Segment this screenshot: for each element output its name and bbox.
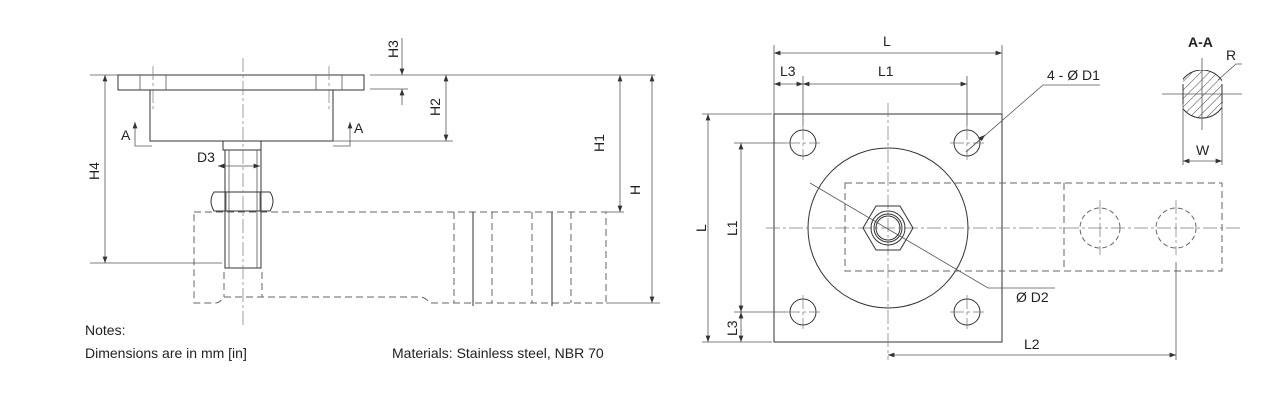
side-view: H3 H2 H1 H H4 D3 A A — [86, 38, 660, 325]
label-D3: D3 — [197, 149, 215, 165]
label-L3-top: L3 — [780, 63, 796, 79]
label-L-top: L — [883, 33, 891, 49]
notes-units: Dimensions are in mm [in] — [85, 345, 247, 361]
label-section: A-A — [1188, 34, 1213, 50]
plate-body — [149, 90, 334, 142]
hex-nut-top — [862, 205, 914, 251]
label-R: R — [1226, 47, 1236, 63]
label-H1: H1 — [591, 134, 607, 152]
hex-nut — [210, 191, 274, 212]
label-L3-left: L3 — [724, 320, 740, 336]
label-H4: H4 — [86, 162, 102, 180]
label-H3: H3 — [385, 40, 401, 58]
label-L2: L2 — [1024, 336, 1040, 352]
label-W: W — [1196, 142, 1210, 158]
notes-materials: Materials: Stainless steel, NBR 70 — [392, 345, 604, 361]
label-L1-left: L1 — [724, 220, 740, 236]
label-H: H — [627, 185, 643, 195]
label-L-left: L — [693, 224, 709, 232]
label-L1-top: L1 — [878, 63, 894, 79]
load-cell-outline — [193, 211, 607, 304]
top-view: L L1 L3 L L1 L3 4 - Ø D1 Ø D2 L2 — [693, 33, 1242, 360]
label-section-A-left: A — [121, 127, 131, 143]
label-D1: 4 - Ø D1 — [1047, 67, 1100, 83]
label-D2: Ø D2 — [1016, 289, 1049, 305]
notes-heading: Notes: — [85, 322, 126, 338]
label-section-A-right: A — [354, 120, 364, 136]
load-cell-outline-top — [844, 182, 1223, 272]
label-H2: H2 — [427, 98, 443, 116]
section-a-a: A-A R W — [1162, 34, 1242, 165]
top-plate — [117, 74, 365, 91]
